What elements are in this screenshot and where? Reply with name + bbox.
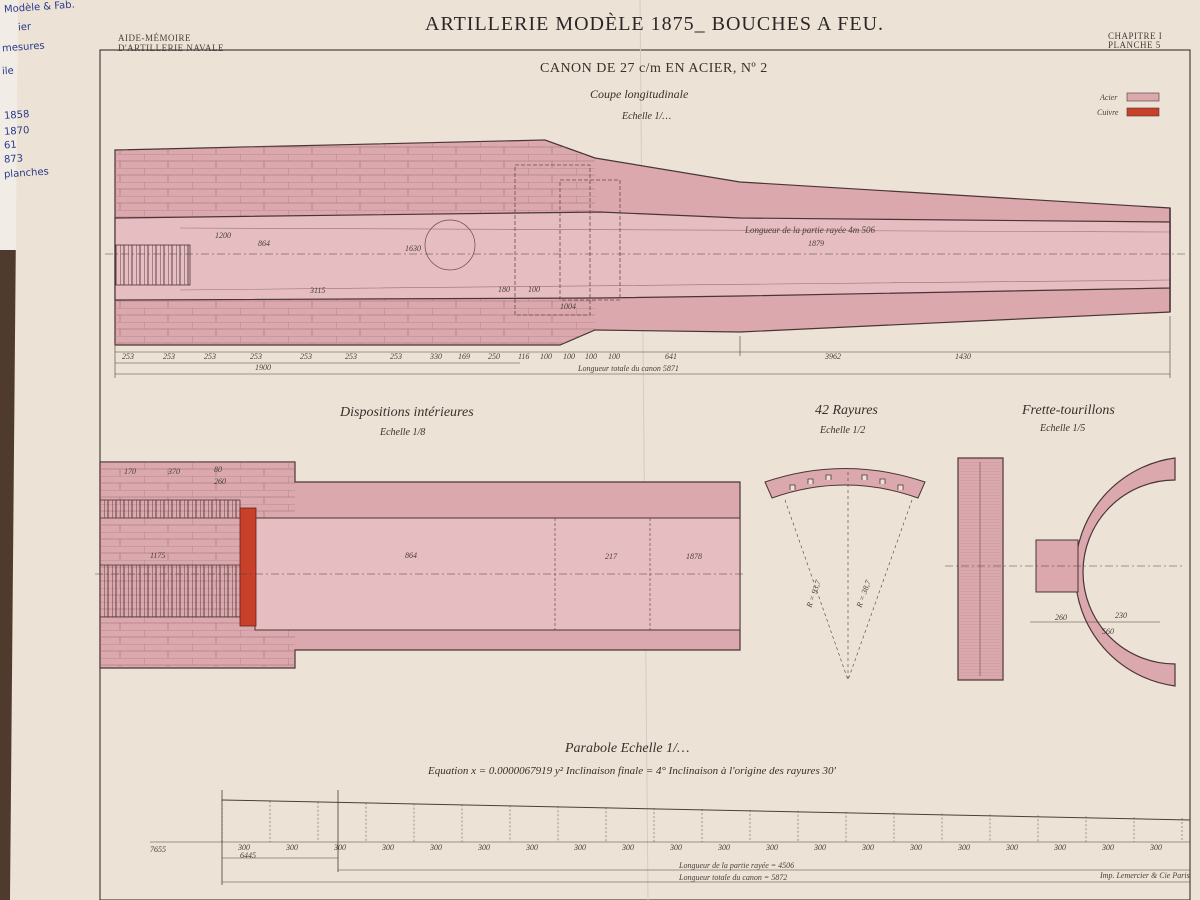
parabola-spacing-value: 300 xyxy=(622,843,634,852)
parabola-spacing-value: 300 xyxy=(1006,843,1018,852)
rifled-length-label: Longueur de la partie rayée 4m 506 xyxy=(745,225,875,235)
parabola-spacing-value: 300 xyxy=(238,843,250,852)
trunnion-label-1: 260 xyxy=(1055,613,1067,622)
trunnion-hoop-section xyxy=(945,457,1185,687)
trunnion-label-3: 560 xyxy=(1102,627,1114,636)
parabola-spacing-value: 300 xyxy=(286,843,298,852)
bore-label-7: 1004 xyxy=(560,302,576,311)
bottom-dimension-value: 1430 xyxy=(955,352,971,361)
interior-label-7: 217 xyxy=(605,552,617,561)
parabola-spacing-value: 300 xyxy=(862,843,874,852)
interior-title: Dispositions intérieures xyxy=(340,405,474,420)
interior-label-2: 370 xyxy=(168,467,180,476)
legend-steel-swatch xyxy=(1126,92,1160,102)
parabola-spacing-value: 300 xyxy=(1150,843,1162,852)
copper-ring xyxy=(239,507,257,627)
rifling-title: 42 Rayures xyxy=(815,403,878,418)
bottom-dimension-value: 253 xyxy=(345,352,357,361)
parabola-spacing-value: 300 xyxy=(1102,843,1114,852)
legend-label-copper: Cuivre xyxy=(1097,108,1119,117)
parabola-spacing-value: 300 xyxy=(574,843,586,852)
parabola-spacing-value: 300 xyxy=(334,843,346,852)
margin-note-7: 61 xyxy=(3,139,18,152)
parabola-spacing-value: 300 xyxy=(718,843,730,852)
rifled-length-value: 1879 xyxy=(808,239,824,248)
interior-label-3: 80 xyxy=(214,465,222,474)
interior-label-5: 1175 xyxy=(150,551,166,560)
parabola-spacing-value: 300 xyxy=(478,843,490,852)
bottom-dimension-value: 253 xyxy=(390,352,402,361)
parabola-left-value: 7655 xyxy=(150,845,166,854)
interior-label-6: 864 xyxy=(405,551,417,560)
main-drawing-scale: Echelle 1/… xyxy=(622,111,672,122)
header-left-line2: D'ARTILLERIE NAVALE xyxy=(118,43,224,53)
parabola-spacing-value: 300 xyxy=(670,843,682,852)
interior-label-1: 170 xyxy=(124,467,136,476)
parabola-spacing-value: 300 xyxy=(382,843,394,852)
parabola-spacing-value: 300 xyxy=(958,843,970,852)
bore-label-3: 3115 xyxy=(310,286,326,295)
margin-note-4: ile xyxy=(1,65,15,78)
plate-title: ARTILLERIE MODÈLE 1875_ BOUCHES A FEU. xyxy=(425,13,885,35)
bottom-dimension-value: 253 xyxy=(122,352,134,361)
bottom-dimension-value: 169 xyxy=(458,352,470,361)
center-fold xyxy=(639,0,649,900)
margin-note-8: 873 xyxy=(3,153,24,166)
parabola-total-length: Longueur totale du canon = 5872 xyxy=(679,873,788,882)
rifling-scale: Echelle 1/2 xyxy=(820,425,866,436)
sub-total-length: 1900 xyxy=(255,363,271,372)
bottom-dimension-value: 253 xyxy=(250,352,262,361)
legend-label-steel: Acier xyxy=(1100,93,1118,102)
trunnion-label-2: 230 xyxy=(1115,611,1127,620)
bore-label-1: 1200 xyxy=(215,231,231,240)
bottom-dimension-value: 100 xyxy=(585,352,597,361)
bottom-dimension-value: 100 xyxy=(608,352,620,361)
margin-note-6: 1870 xyxy=(3,125,30,138)
bottom-dimension-value: 3962 xyxy=(825,352,841,361)
parabola-spacing-value: 300 xyxy=(910,843,922,852)
parabola-spacing-value: 300 xyxy=(766,843,778,852)
bottom-dimension-value: 116 xyxy=(518,352,530,361)
trunnion-title: Frette-tourillons xyxy=(1022,403,1115,418)
parabola-rifled-length: Longueur de la partie rayée = 4506 xyxy=(679,861,795,870)
header-left-line1: AIDE-MÉMOIRE xyxy=(118,33,191,43)
margin-note-2: ier xyxy=(17,21,32,34)
printer-credit: Imp. Lemercier & Cie Paris xyxy=(1100,871,1190,880)
bore-label-5: 180 xyxy=(498,285,510,294)
margin-note-5: 1858 xyxy=(3,109,30,122)
bore-label-2: 864 xyxy=(258,239,270,248)
interior-scale: Echelle 1/8 xyxy=(380,427,426,438)
bottom-dimension-value: 253 xyxy=(163,352,175,361)
total-length-label: Longueur totale du canon 5871 xyxy=(578,364,679,373)
bottom-dimension-value: 253 xyxy=(300,352,312,361)
legend-copper-swatch xyxy=(1126,107,1160,117)
interior-label-8: 1878 xyxy=(686,552,702,561)
bottom-dimension-value: 330 xyxy=(430,352,442,361)
header-right-line2: PLANCHE 5 xyxy=(1108,40,1161,50)
bottom-dimension-value: 641 xyxy=(665,352,677,361)
parabola-spacing-value: 300 xyxy=(526,843,538,852)
bottom-dimension-value: 253 xyxy=(204,352,216,361)
parabola-equation: Equation x = 0.0000067919 y² Inclinaison… xyxy=(428,765,836,777)
main-drawing-subtitle: Coupe longitudinale xyxy=(590,87,689,101)
interior-section xyxy=(95,461,745,669)
header-right-line1: CHAPITRE I xyxy=(1108,31,1163,41)
bottom-dimension-value: 100 xyxy=(563,352,575,361)
bottom-dimension-value: 250 xyxy=(488,352,500,361)
parabola-spacing-value: 300 xyxy=(430,843,442,852)
interior-label-4: 260 xyxy=(214,477,226,486)
parabola-title: Parabole Echelle 1/… xyxy=(565,741,690,756)
main-dimension-lines xyxy=(105,253,1185,378)
parabola-spacing-value: 300 xyxy=(1054,843,1066,852)
main-drawing-title: CANON DE 27 c/m EN ACIER, Nº 2 xyxy=(540,61,768,76)
bore-label-6: 100 xyxy=(528,285,540,294)
bottom-dimension-value: 100 xyxy=(540,352,552,361)
parabola-spacing-value: 300 xyxy=(814,843,826,852)
gun-longitudinal-section xyxy=(114,139,1171,346)
bore-label-4: 1630 xyxy=(405,244,421,253)
trunnion-scale: Echelle 1/5 xyxy=(1040,423,1086,434)
parabola-sub-value: 6445 xyxy=(240,851,256,860)
rifling-section xyxy=(764,468,926,681)
